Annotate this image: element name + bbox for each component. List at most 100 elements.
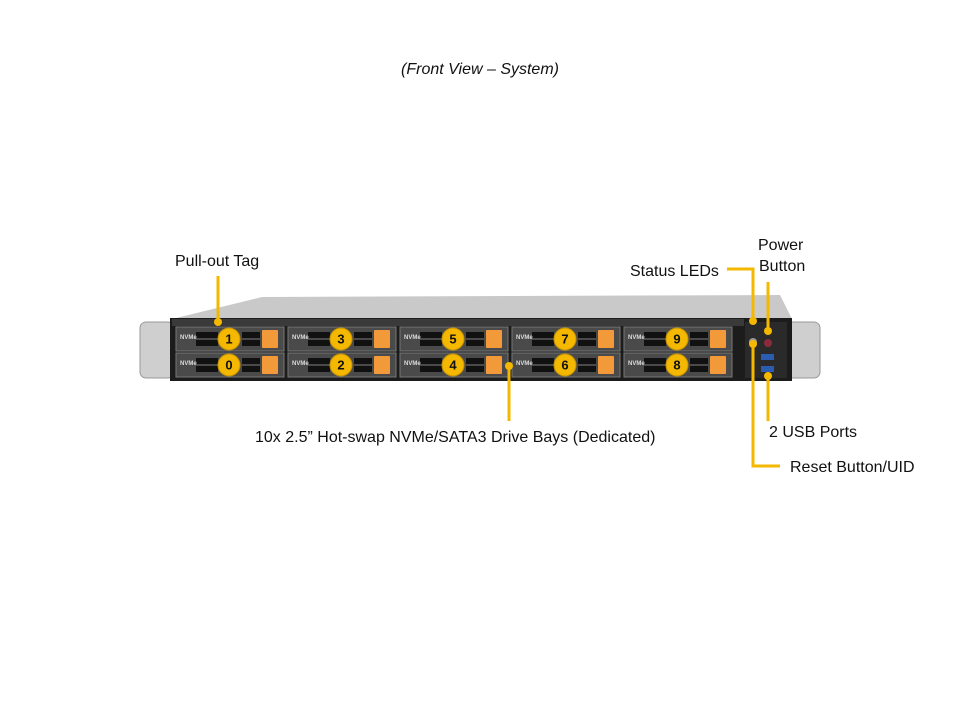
bay-number: 8 [673,358,680,373]
drive-latch [486,356,502,374]
power-button-marker [764,327,772,335]
power-label-line2: Button [759,258,806,275]
bay-number-badge [329,327,353,351]
bay-number: 6 [561,358,568,373]
bay-vent [644,366,666,372]
bay-vent [354,358,372,364]
bay-vent [242,366,260,372]
bay-vent [420,366,442,372]
reset-button-label: Reset Button/UID [790,459,915,476]
bay-number: 7 [561,332,568,347]
pull-out-tag-marker [214,318,222,326]
bay-vent [242,358,260,364]
reset-marker [749,340,757,348]
bay-vent [690,332,708,338]
bay-vent [196,332,218,338]
drive-latch [710,356,726,374]
bay-vent [196,340,218,346]
bay-number: 9 [673,332,680,347]
bay-vent [420,332,442,338]
bay-vent [466,358,484,364]
nvme-tag: NVMe [628,361,645,367]
drive-bays-label: 10x 2.5” Hot-swap NVMe/SATA3 Drive Bays … [255,429,656,446]
bay-vent [354,332,372,338]
bay-vent [308,340,330,346]
bay-vent [466,332,484,338]
bay-number-badge [217,327,241,351]
bay-vent [578,358,596,364]
figure-title: (Front View – System) [401,61,559,78]
bay-vent [242,340,260,346]
nvme-tag: NVMe [404,361,421,367]
drive-bay-marker [505,362,513,370]
vent-strip [172,319,744,326]
bay-number-badge [665,353,689,377]
bay-number: 4 [449,358,457,373]
nvme-tag: NVMe [180,361,197,367]
bay-number-badge [441,327,465,351]
bay-number-badge [441,353,465,377]
chassis-top [172,295,792,319]
callout-lines [216,267,780,468]
bay-number: 2 [337,358,344,373]
drive-latch [262,356,278,374]
bay-number-badge [665,327,689,351]
bay-vent [354,340,372,346]
bay-vent [420,358,442,364]
bay-number-badge [329,353,353,377]
pull-out-tag-label: Pull-out Tag [175,253,260,270]
power-label-line1: Power [758,237,804,254]
nvme-tag: NVMe [404,335,421,341]
bay-number-badge [553,353,577,377]
bay-vent [196,366,218,372]
nvme-tag: NVMe [292,361,309,367]
drive-latch [598,356,614,374]
drive-latch [486,330,502,348]
bay-number: 0 [225,358,232,373]
drive-latch [598,330,614,348]
bay-vent [690,366,708,372]
nvme-tag: NVMe [628,335,645,341]
nvme-tag: NVMe [516,361,533,367]
bay-vent [690,340,708,346]
bay-vent [466,340,484,346]
bay-vent [532,340,554,346]
bay-number: 3 [337,332,344,347]
bay-vent [578,332,596,338]
drive-latch [710,330,726,348]
drive-latch [374,356,390,374]
bay-number: 1 [225,332,232,347]
bay-vent [690,358,708,364]
bay-number-badge [217,353,241,377]
bay-vent [644,340,666,346]
bay-vent [578,340,596,346]
bay-vent [420,340,442,346]
usb-port[interactable] [761,354,774,360]
bay-vent [532,332,554,338]
drive-latch [262,330,278,348]
nvme-tag: NVMe [516,335,533,341]
status-leds-label: Status LEDs [630,263,719,280]
bay-vent [242,332,260,338]
bay-vent [466,366,484,372]
usb-marker [764,372,772,380]
bay-vent [308,358,330,364]
bay-vent [644,332,666,338]
usb-port[interactable] [761,366,774,372]
usb-ports-label: 2 USB Ports [769,424,858,441]
power-button[interactable] [764,339,772,347]
bay-vent [578,366,596,372]
bay-vent [354,366,372,372]
bay-vent [308,366,330,372]
drive-latch [374,330,390,348]
bay-vent [308,332,330,338]
nvme-tag: NVMe [292,335,309,341]
bay-number-badge [553,327,577,351]
bay-vent [532,358,554,364]
status-led-marker [749,317,757,325]
nvme-tag: NVMe [180,335,197,341]
bay-vent [196,358,218,364]
bay-vent [532,366,554,372]
bay-vent [644,358,666,364]
